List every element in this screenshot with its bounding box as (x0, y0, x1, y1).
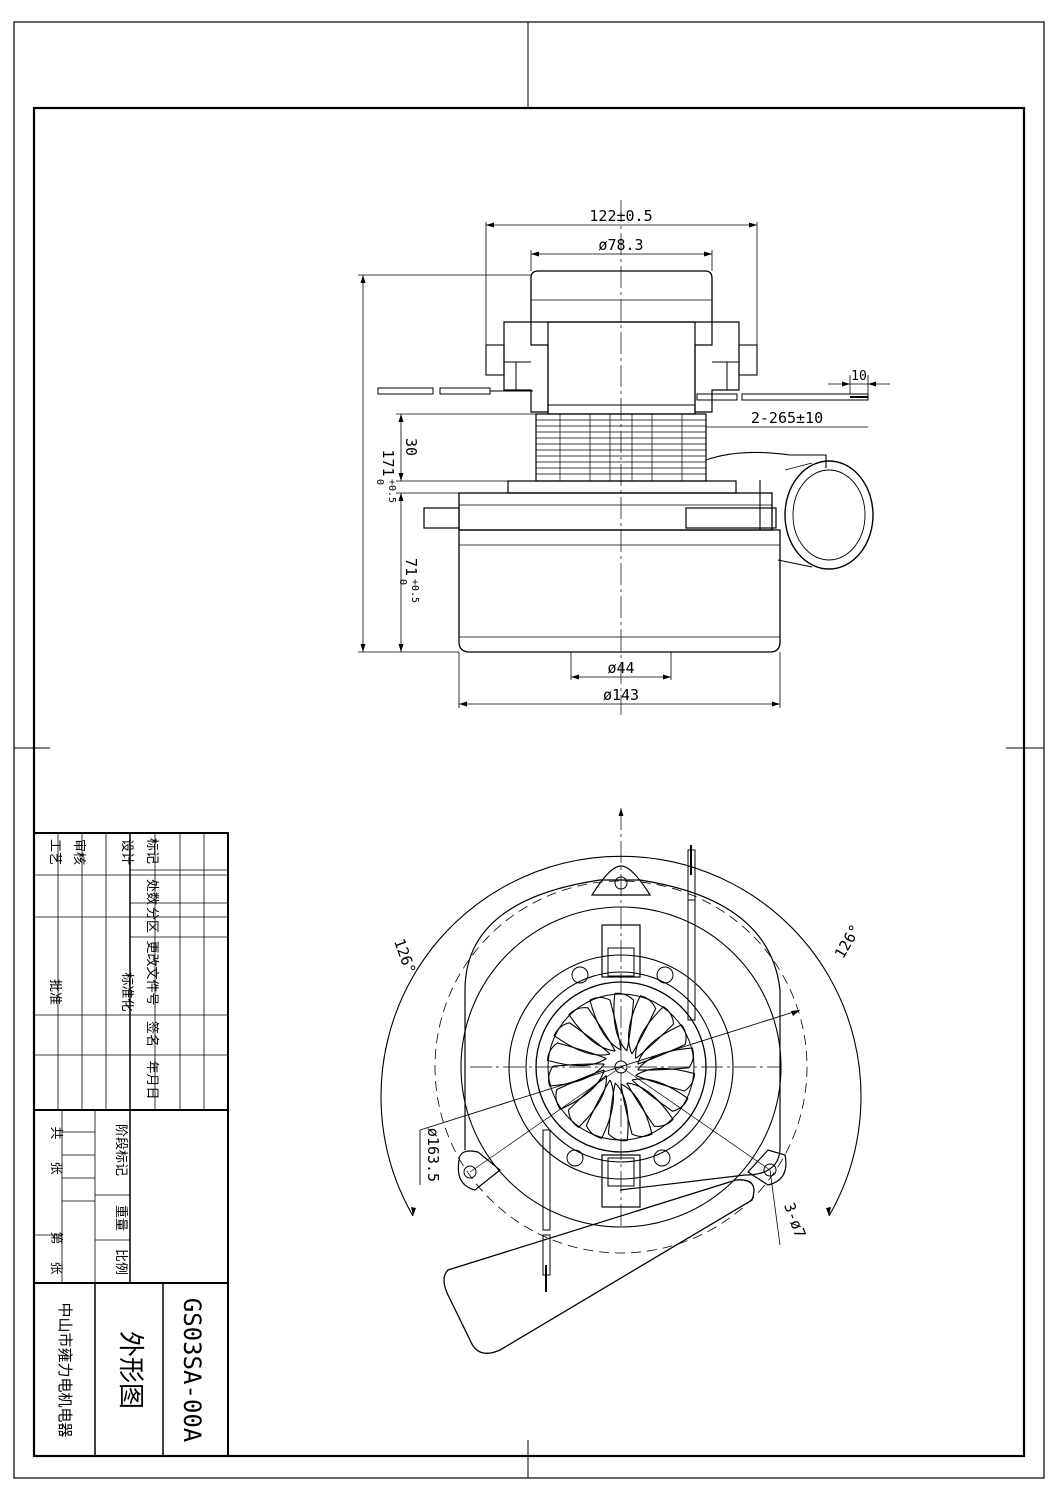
dim-overall-height-tol-low: 0 (374, 479, 385, 485)
dim-body-height: 71 (402, 558, 420, 576)
dim-lead-length: 2-265±10 (751, 409, 823, 427)
front-dimensions (358, 222, 890, 708)
tb-label-design: 设计 (119, 839, 134, 865)
lamination-lines (536, 414, 706, 481)
drawing-title: 外形图 (115, 1331, 145, 1409)
front-dim-texts: 122±0.5 ø78.3 10 2-265±10 ø44 ø143 171 +… (374, 207, 867, 704)
front-view (377, 200, 874, 715)
dim-holes: 3-ø7 (780, 1200, 809, 1240)
tb-label-mark: 标记 (144, 838, 159, 864)
dim-body-diameter: ø143 (603, 686, 639, 704)
dim-lead-spacing: 10 (851, 369, 867, 384)
dim-body-height-tol-low: 0 (397, 579, 408, 585)
tb-label-process: 工艺 (47, 839, 62, 865)
tb-label-review: 审核 (71, 839, 86, 865)
dim-overall-height: 171 (379, 449, 397, 476)
tb-label-weight: 重量 (113, 1205, 129, 1231)
tb-label-standard: 标准化 (119, 972, 134, 1011)
tb-total-sheets-a: 共 (48, 1126, 63, 1139)
tb-label-scale: 比例 (113, 1249, 128, 1275)
title-block (33, 832, 229, 1457)
tb-label-date: 年月日 (144, 1060, 159, 1099)
sheet-frame (13, 21, 1045, 1479)
drawing-number: GS03SA-00A (178, 1298, 206, 1443)
dim-outer-diameter: ø163.5 (424, 1128, 442, 1182)
dim-overall-height-tol-up: +0.5 (386, 479, 397, 503)
top-view (380, 808, 862, 1354)
dim-angle-left: 126° (390, 936, 419, 976)
dim-inlet-diameter: ø44 (607, 659, 634, 677)
title-block-text: 标记 处数 分区 更改文件号 签名 年月日 设计 审核 工艺 标准化 批准 (47, 838, 206, 1443)
company-name: 中山市雍力电机电器 (56, 1302, 74, 1437)
tb-label-zone: 分区 (144, 907, 159, 933)
tb-sheet-no-b: 张 (48, 1261, 63, 1274)
dim-body-height-tol-up: +0.5 (409, 579, 420, 603)
impeller-blades (546, 992, 696, 1142)
dim-stack-height: 30 (402, 438, 420, 456)
tb-label-count: 处数 (144, 879, 159, 905)
tb-total-sheets-b: 张 (48, 1161, 63, 1174)
tb-label-stage: 阶段标记 (113, 1124, 128, 1176)
dim-angle-right: 126° (831, 921, 865, 961)
dim-cap-diameter: ø78.3 (598, 236, 643, 254)
dim-width-top: 122±0.5 (589, 207, 652, 225)
tb-label-change-doc: 更改文件号 (144, 940, 159, 1005)
tb-label-approve: 批准 (47, 979, 62, 1005)
front-dim-arrows (360, 222, 876, 707)
tb-sheet-no-a: 第 (48, 1231, 63, 1244)
top-dim-arrows (411, 808, 831, 1216)
tb-label-signature: 签名 (144, 1021, 160, 1047)
